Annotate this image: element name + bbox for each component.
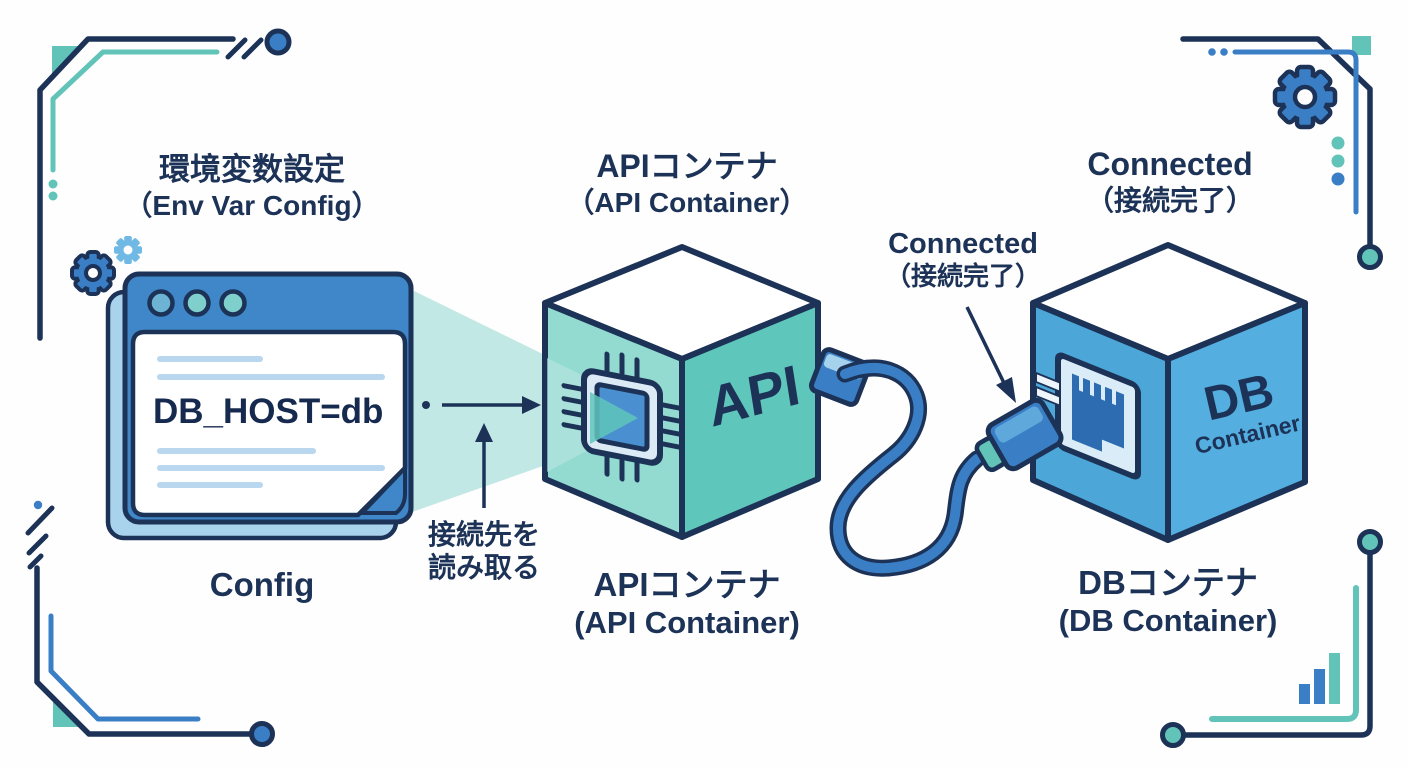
corner-frame-top-left bbox=[37, 28, 292, 341]
folded-corner-icon bbox=[360, 466, 407, 515]
api-title-jp: APIコンテナ bbox=[596, 148, 778, 184]
connected-status-top: Connected （接続完了） bbox=[990, 146, 1350, 217]
api-container-title-top: APIコンテナ （API Container） bbox=[507, 148, 867, 219]
window-dot bbox=[183, 289, 211, 317]
api-cube-right-face bbox=[679, 300, 821, 540]
db-caption-en: (DB Container) bbox=[1058, 602, 1278, 638]
read-connection-line1: 接続先を bbox=[427, 519, 540, 550]
window-dot bbox=[219, 289, 247, 317]
gear-icon bbox=[1272, 64, 1338, 130]
env-config-title: 環境変数設定 （Env Var Config） bbox=[72, 152, 432, 222]
corner-frame-bottom-left bbox=[25, 500, 275, 747]
db-cube-right-face bbox=[1165, 300, 1308, 543]
db-host-value: DB_HOST=db bbox=[153, 392, 384, 431]
gear-icon-small-light bbox=[114, 236, 142, 264]
connected-status-mid: Connected （接続完了） bbox=[843, 227, 1083, 292]
bar-chart-icon bbox=[1299, 653, 1340, 704]
plug-icon bbox=[974, 397, 1064, 473]
arrow-up-icon bbox=[475, 423, 493, 508]
api-caption-en: (API Container) bbox=[574, 604, 800, 640]
read-connection-line2: 読み取る bbox=[427, 552, 540, 584]
gear-icon-window bbox=[70, 250, 116, 296]
db-container-caption-bottom: DBコンテナ (DB Container) bbox=[988, 564, 1348, 640]
db-caption-jp: DBコンテナ bbox=[1078, 564, 1258, 601]
env-config-title-en: （Env Var Config） bbox=[124, 189, 380, 221]
cable bbox=[829, 359, 986, 577]
window-dot bbox=[147, 289, 175, 317]
ethernet-port-icon bbox=[1035, 352, 1141, 480]
api-title-en: （API Container） bbox=[566, 186, 808, 218]
connected-mid-jp: （接続完了） bbox=[884, 261, 1041, 292]
env-config-title-jp: 環境変数設定 bbox=[159, 152, 345, 187]
light-beam-tip bbox=[590, 392, 638, 444]
read-connection-note: 接続先を 読み取る bbox=[404, 518, 564, 584]
arrow-right-icon bbox=[422, 396, 541, 414]
connected-top-jp: （接続完了） bbox=[1085, 184, 1254, 216]
arrow-diagonal-icon bbox=[965, 306, 1016, 403]
config-caption: Config bbox=[209, 566, 315, 603]
corner-frame-top-right bbox=[1180, 36, 1383, 270]
api-caption-jp: APIコンテナ bbox=[593, 566, 781, 603]
config-window bbox=[105, 271, 414, 541]
connected-top-en: Connected bbox=[1087, 146, 1253, 182]
api-container-caption-bottom: APIコンテナ (API Container) bbox=[507, 566, 867, 642]
document-lines bbox=[157, 356, 385, 488]
corner-frame-bottom-right bbox=[1160, 529, 1383, 748]
connected-mid-en: Connected bbox=[888, 228, 1038, 260]
